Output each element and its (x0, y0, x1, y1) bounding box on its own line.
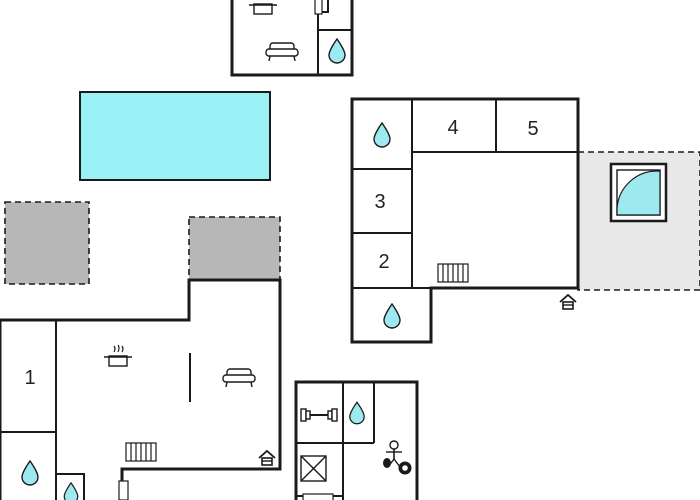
pool (79, 91, 271, 181)
billiards-icon (398, 461, 412, 475)
top-building (230, 0, 354, 77)
room-label-4: 4 (447, 117, 458, 139)
hot-tub-icon (609, 162, 668, 223)
radiator-icon (302, 493, 334, 500)
terrace-middle (188, 216, 281, 281)
room-label-5: 5 (527, 118, 538, 140)
room-label-1: 1 (24, 367, 35, 389)
radiator-icon (125, 442, 157, 462)
room-label-3: 3 (374, 191, 385, 213)
room-label-2: 2 (378, 251, 389, 273)
dumbbell-icon (300, 408, 338, 422)
sauna-icon (300, 455, 327, 482)
terrace-left (4, 201, 90, 285)
right-building (350, 97, 580, 344)
entrance-icon (559, 294, 577, 310)
left-building (0, 278, 282, 500)
radiator-icon (437, 263, 469, 283)
bottom-building (294, 380, 419, 500)
